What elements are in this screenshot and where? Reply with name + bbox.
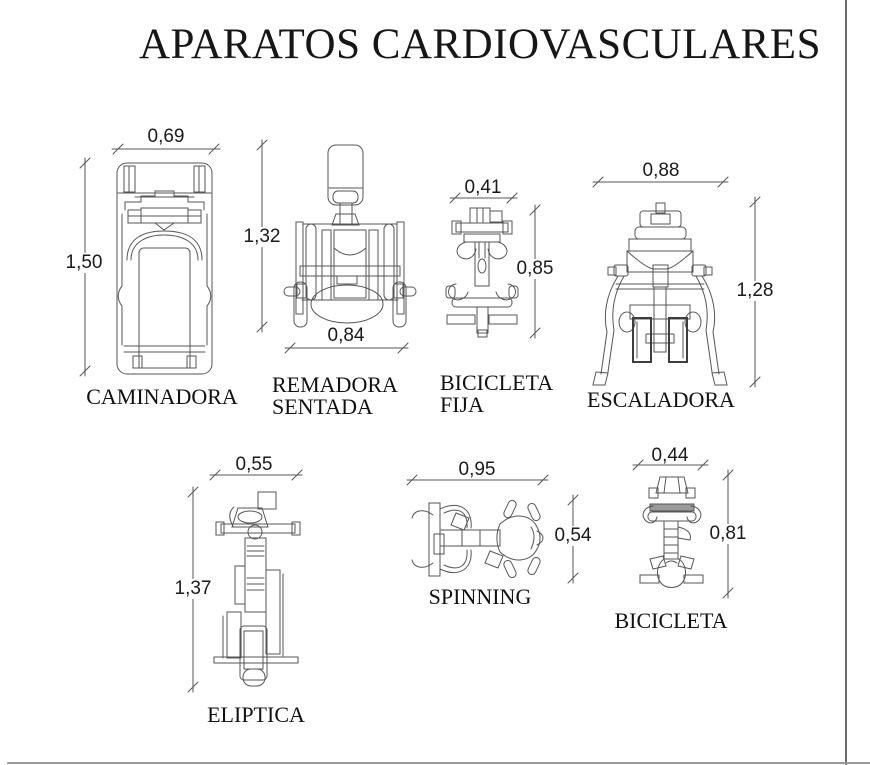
bicicleta-width-dim-value: 0,44	[651, 445, 689, 466]
caminadora-height-dim-value: 1,50	[62, 253, 106, 273]
spinning-height-dim-value: 0,54	[551, 526, 595, 546]
eliptica-width-dim-value: 0,55	[235, 454, 273, 475]
spinning-drawing	[411, 499, 544, 579]
eliptica-label: ELIPTICA	[207, 702, 305, 727]
escaladora-label: ESCALADORA	[587, 387, 735, 412]
caminadora-width-dim-value: 0,69	[147, 126, 185, 147]
bicicleta-width-dimline	[632, 459, 709, 471]
remadora-width-dimline	[284, 342, 409, 354]
remadora-sentada-drawing	[283, 144, 417, 328]
remadora-label-line1: REMADORA	[272, 372, 398, 397]
bicicleta-label: BICICLETA	[614, 608, 728, 633]
remadora-width-dim-value: 0,84	[327, 325, 365, 346]
bicicleta-fija-drawing	[445, 207, 519, 338]
eliptica-width-dimline	[209, 469, 303, 481]
bicicleta-height-dim-value: 0,81	[706, 524, 750, 544]
bicicleta-fija-label-line2: FIJA	[440, 392, 485, 417]
escaladora-width-dimline	[592, 176, 729, 188]
eliptica-height-dim-value: 1,37	[171, 579, 215, 599]
page-title: APARATOS CARDIOVASCULARES	[139, 21, 821, 68]
escaladora-drawing	[592, 202, 728, 386]
remadora-height-dim-value: 1,32	[240, 227, 284, 247]
caminadora-width-dimline	[111, 143, 221, 155]
bicicleta-fija-height-dim-value: 0,85	[513, 259, 557, 279]
caminadora-drawing	[116, 162, 213, 375]
sheet-border	[7, 0, 870, 765]
dimension-lines	[79, 139, 761, 693]
remadora-label-line2: SENTADA	[272, 394, 373, 419]
escaladora-width-dim-value: 0,88	[642, 160, 680, 181]
bicicleta-fija-width-dim-value: 0,41	[464, 177, 502, 198]
spinning-width-dimline	[406, 474, 549, 486]
escaladora-height-dim-value: 1,28	[733, 281, 777, 301]
eliptica-drawing	[213, 491, 301, 687]
bicicleta-fija-label-line1: BICICLETA	[440, 370, 554, 395]
spinning-width-dim-value: 0,95	[458, 459, 496, 480]
spinning-label: SPINNING	[428, 584, 532, 609]
caminadora-label: CAMINADORA	[86, 384, 238, 409]
bicicleta-drawing	[639, 476, 704, 588]
bicicleta-fija-width-dimline	[449, 192, 518, 204]
